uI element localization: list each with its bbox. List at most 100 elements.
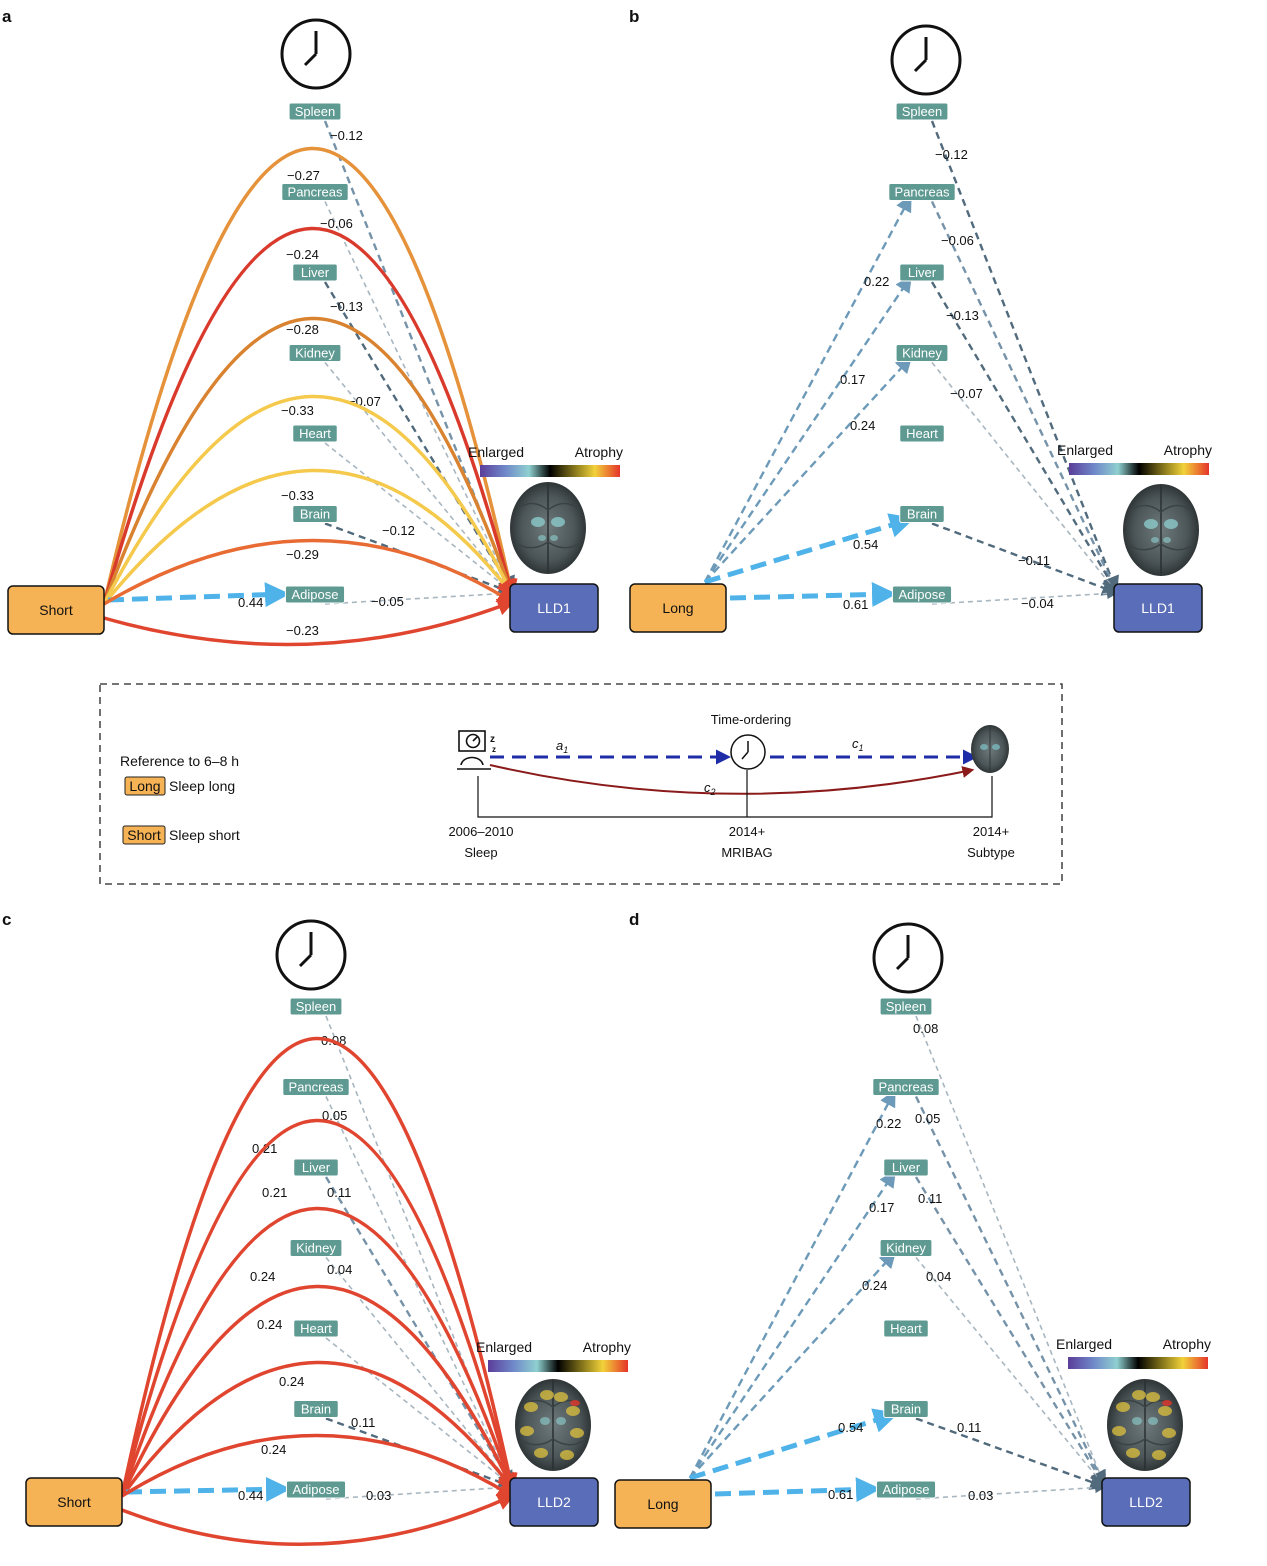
a-path-pancreas	[120, 1036, 518, 1497]
clock-icon	[275, 919, 347, 991]
a-label-adipose: 0.44	[238, 1488, 263, 1503]
organ-tag-heart	[899, 424, 945, 443]
c-path-spleen	[325, 1015, 514, 1487]
a-path-kidney	[102, 316, 516, 605]
a-label-pancreas: −0.27	[287, 168, 320, 183]
a-label-brain: −0.33	[281, 488, 314, 503]
outcome-label: LLD2	[537, 1494, 571, 1510]
a-path-liver	[102, 226, 517, 605]
a-label-kidney: −0.28	[286, 322, 319, 337]
exposure-box	[614, 1479, 712, 1529]
colorbar-right-label: Atrophy	[1163, 1336, 1211, 1352]
exposure-label: Long	[647, 1496, 678, 1512]
exposure-box	[25, 1477, 123, 1527]
c-label-kidney: −0.07	[348, 394, 381, 409]
brain-image	[1123, 484, 1199, 576]
a-path-brain	[120, 1360, 515, 1498]
direct-path-1	[121, 1433, 515, 1498]
organ-label-brain: Brain	[891, 1402, 921, 1417]
a-path-kidney	[688, 1251, 897, 1479]
legend-box: Reference to 6–8 h Long Sleep long Short…	[99, 683, 1063, 885]
colorbar-left-label: Enlarged	[476, 1339, 532, 1355]
c-label-brain: 0.11	[957, 1420, 981, 1435]
c-path-adipose	[931, 587, 1119, 605]
exposure-label: Long	[662, 600, 693, 616]
c-path-kidney	[324, 361, 514, 594]
c-label-pancreas: 0.05	[915, 1111, 940, 1126]
a-label-kidney: 0.24	[862, 1278, 887, 1293]
a-label-brain: 0.54	[853, 537, 878, 552]
c-label-kidney: 0.04	[327, 1262, 352, 1277]
c-label-adipose: −0.05	[371, 594, 404, 609]
colorbar-right-label: Atrophy	[575, 444, 623, 460]
c-path-adipose	[915, 1481, 1107, 1500]
t1-label: Sleep	[464, 845, 497, 860]
c-path-adipose	[325, 1481, 515, 1500]
c-label-pancreas: −0.06	[941, 233, 974, 248]
legend-short-text: Sleep short	[169, 827, 240, 843]
clock-icon	[890, 24, 962, 96]
c-label-spleen: −0.12	[330, 128, 363, 143]
organ-label-adipose: Adipose	[899, 587, 946, 602]
colorbar	[1069, 463, 1209, 475]
organ-label-pancreas: Pancreas	[879, 1080, 934, 1095]
a-path-adipose	[714, 1477, 881, 1503]
organ-tag-pancreas	[872, 1078, 940, 1096]
brain-icon	[971, 725, 1009, 773]
outcome-box	[1113, 583, 1203, 633]
organ-tag-kidney	[895, 344, 949, 362]
c-label-adipose: 0.03	[968, 1488, 993, 1503]
organ-tag-kidney	[288, 344, 342, 362]
legend-long-tag: Long	[129, 778, 160, 794]
legend-short-tag: Short	[127, 827, 161, 843]
direct-label-1: −0.29	[286, 547, 319, 562]
a-path-pancreas	[102, 146, 518, 605]
t2-year: 2014+	[729, 824, 766, 839]
organ-label-kidney: Kidney	[886, 1241, 926, 1256]
a-path-pancreas	[688, 1089, 896, 1479]
organ-label-liver: Liver	[302, 1160, 331, 1175]
a-label-pancreas: 0.22	[864, 274, 889, 289]
panel-d: d0.080.050.110.040.110.030.220.170.240.5…	[614, 910, 1211, 1529]
organ-label-pancreas: Pancreas	[289, 1080, 344, 1095]
colorbar	[480, 465, 620, 477]
c-label-liver: −0.13	[330, 299, 363, 314]
sleeper-icon: z z	[457, 730, 496, 770]
brain-image	[1107, 1379, 1183, 1471]
a-label-adipose: 0.61	[843, 597, 868, 612]
c-label-liver: 0.11	[918, 1191, 942, 1206]
c-label-adipose: −0.04	[1021, 596, 1054, 611]
a-path-heart	[120, 1284, 514, 1497]
c-path-heart	[325, 1337, 514, 1488]
timeline	[477, 776, 993, 818]
c-path-adipose	[324, 587, 515, 605]
colorbar-right-label: Atrophy	[1164, 442, 1212, 458]
panel-letter-c: c	[2, 910, 11, 929]
a-label-liver: 0.17	[840, 372, 865, 387]
clock-icon	[280, 18, 352, 90]
organ-label-pancreas: Pancreas	[288, 185, 343, 200]
organ-tag-pancreas	[282, 1078, 350, 1096]
a-label-kidney: 0.24	[850, 418, 875, 433]
panel-letter-a: a	[2, 7, 12, 26]
a-path-liver	[120, 1118, 517, 1497]
organ-tag-brain	[883, 1400, 929, 1418]
organ-tag-liver	[899, 263, 945, 282]
c-path-brain	[931, 522, 1120, 596]
c-path-kidney	[931, 361, 1118, 594]
organ-tag-kidney	[879, 1239, 933, 1257]
a-path-liver	[703, 275, 912, 583]
legend-long-text: Sleep long	[169, 778, 235, 794]
a-path-brain	[102, 468, 515, 606]
a-label-adipose: 0.61	[828, 1487, 853, 1502]
organ-tag-liver	[293, 1158, 339, 1177]
direct-path-1	[103, 538, 515, 606]
clock-icon	[872, 922, 944, 994]
t3-label: Subtype	[967, 845, 1015, 860]
outcome-box	[509, 583, 599, 633]
organ-tag-adipose	[284, 585, 346, 604]
organ-label-brain: Brain	[907, 507, 937, 522]
t1-year: 2006–2010	[448, 824, 513, 839]
a-path-liver	[688, 1170, 896, 1479]
c-path-liver	[930, 281, 1118, 594]
